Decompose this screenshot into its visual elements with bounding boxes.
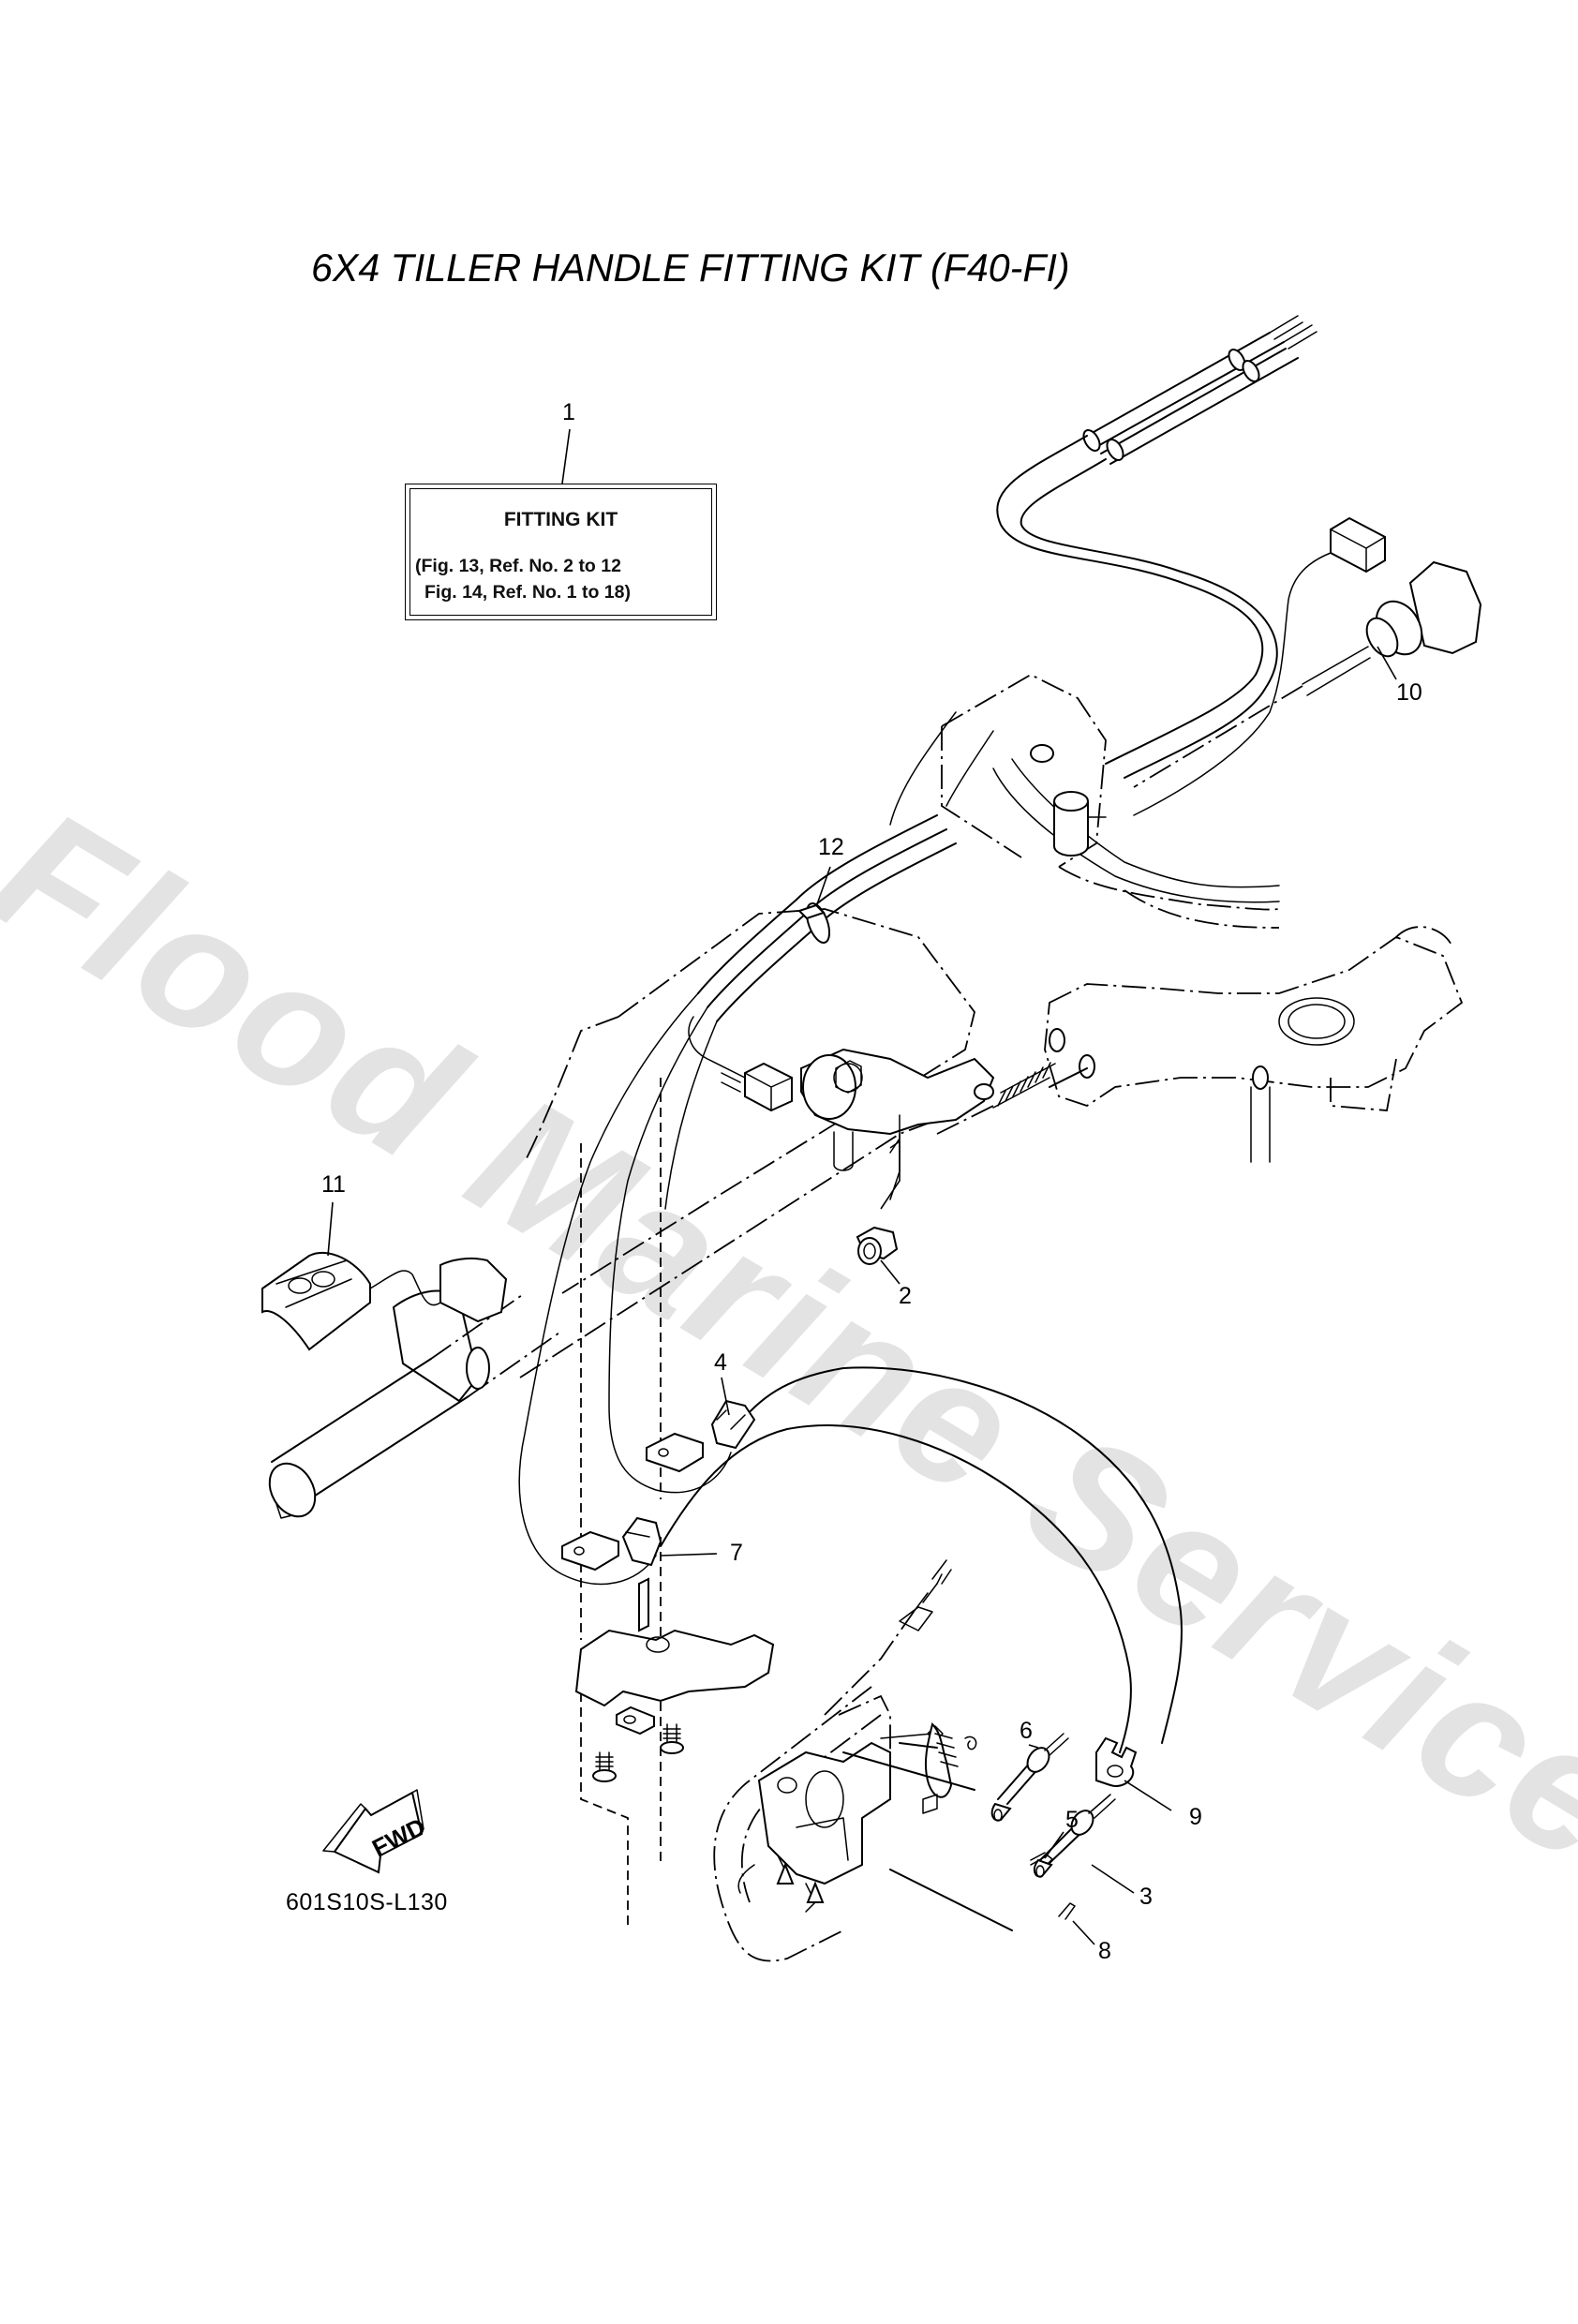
fitting-kit-box: FITTING KIT (Fig. 13, Ref. No. 2 to 12 F… <box>405 484 717 620</box>
mounting-plate <box>574 1629 775 1736</box>
cotter-pin-8 <box>1058 1902 1076 1920</box>
fitting-kit-box-inner-border <box>409 488 712 616</box>
nut-2 <box>856 1226 899 1265</box>
upper-bracket <box>941 673 1280 929</box>
diagram-title: 6X4 TILLER HANDLE FITTING KIT (F40-FI) <box>311 246 1070 290</box>
cable-clip-9 <box>1095 1736 1138 1787</box>
cable-end-3 <box>1033 1794 1116 1878</box>
gear-lever <box>842 1722 1013 1931</box>
callout-4: 4 <box>714 1349 727 1376</box>
center-clamp <box>800 1048 995 1200</box>
tiller-arm <box>268 908 975 1519</box>
stop-switch-11 <box>261 1251 441 1351</box>
cable-clamp-4 <box>710 1399 756 1450</box>
harness-bundle <box>518 711 994 1586</box>
callout-2: 2 <box>899 1283 912 1309</box>
callout-5: 5 <box>1065 1807 1079 1833</box>
cable-clamp-7 <box>621 1516 662 1567</box>
control-cables-upper <box>996 315 1317 779</box>
cable-end-6 <box>990 1733 1069 1822</box>
drawing-code: 601S10S-L130 <box>286 1889 448 1915</box>
callout-11: 11 <box>321 1171 346 1198</box>
callout-8: 8 <box>1098 1938 1111 1964</box>
callout-3: 3 <box>1139 1884 1153 1910</box>
callout-10: 10 <box>1396 679 1422 706</box>
guide-lines <box>580 1078 662 1930</box>
callout-9: 9 <box>1189 1804 1202 1830</box>
callout-12: 12 <box>818 834 844 860</box>
fwd-arrow-icon: FWD <box>322 1789 430 1874</box>
center-connector <box>688 1016 793 1112</box>
control-box <box>713 1686 891 1962</box>
fitting-kit-title: FITTING KIT <box>503 509 618 530</box>
cable-loop <box>660 1366 1183 1753</box>
pivot-bracket <box>936 926 1464 1163</box>
callout-7: 7 <box>730 1540 743 1566</box>
spring <box>992 1062 1056 1109</box>
fitting-kit-line-2: Fig. 14, Ref. No. 1 to 18) <box>424 582 631 603</box>
callout-1: 1 <box>562 399 575 425</box>
mount-brackets <box>561 1432 704 1632</box>
harness-plug-10 <box>1133 560 1482 788</box>
small-connector <box>1133 516 1386 816</box>
callout-6: 6 <box>1020 1718 1033 1744</box>
control-box-wire <box>824 1559 952 1716</box>
screws <box>592 1723 684 1782</box>
leader-lines <box>327 428 1397 1945</box>
cable-tie-12 <box>797 902 831 944</box>
fitting-kit-line-1: (Fig. 13, Ref. No. 2 to 12 <box>415 556 621 576</box>
